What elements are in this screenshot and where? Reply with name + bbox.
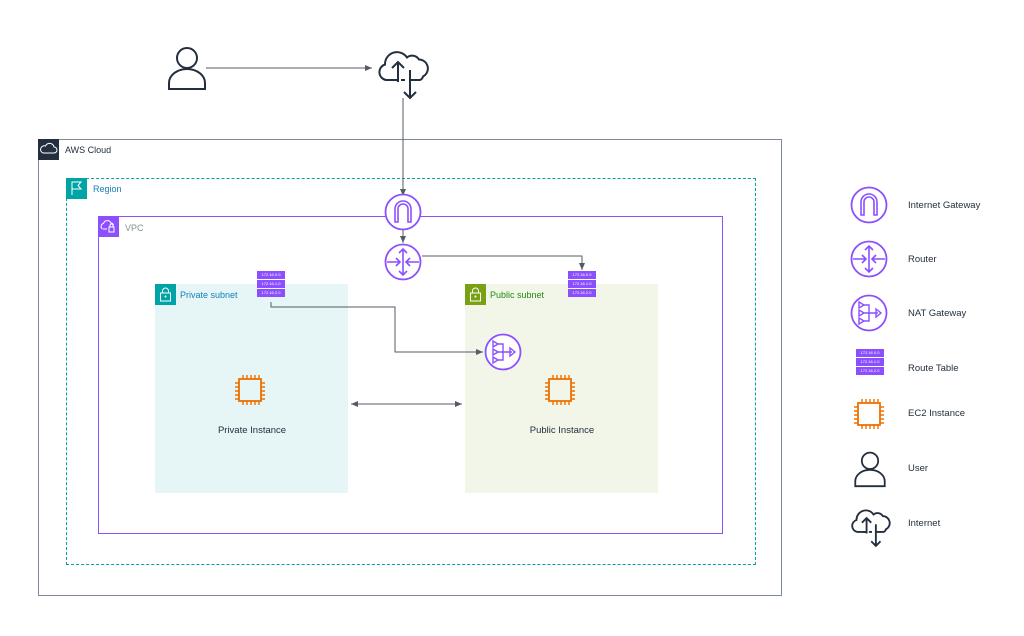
router-icon [384, 243, 422, 281]
private-subnet-label: Private subnet [180, 290, 238, 300]
router-node[interactable] [384, 243, 422, 286]
internet-gateway-icon [850, 186, 888, 224]
ec2-instance-icon [545, 375, 575, 405]
legend-item-route-table: 172.16.0.0 172.16.1.0 172.16.2.0 [856, 349, 884, 376]
legend-label-ec2-instance: EC2 Instance [908, 408, 966, 419]
region-flag-icon [66, 178, 87, 199]
route-entry: 172.16.2.0 [257, 289, 285, 297]
ec2-instance-icon [854, 399, 884, 429]
legend-item-internet-gateway [850, 186, 888, 229]
region-group[interactable]: Region [66, 178, 756, 565]
connector-private-route-table-to-nat[interactable] [270, 302, 483, 355]
legend-label-route-table: Route Table [908, 363, 959, 374]
region-label: Region [93, 184, 122, 194]
public-subnet-label: Public subnet [490, 290, 545, 300]
aws-cloud-group[interactable]: AWS Cloud [38, 139, 782, 596]
private-subnet-lock-icon [155, 284, 176, 305]
private-instance-label: Private Instance [217, 425, 287, 436]
route-entry: 172.16.2.0 [568, 289, 596, 297]
route-table-icon: 172.16.0.0 172.16.1.0 172.16.2.0 [568, 271, 596, 297]
public-instance-label: Public Instance [529, 425, 595, 436]
private-instance-node[interactable] [233, 373, 267, 412]
legend-label-internet-gateway: Internet Gateway [908, 200, 981, 211]
route-entry: 172.16.1.0 [257, 280, 285, 288]
route-entry: 172.16.0.0 [856, 349, 884, 357]
nat-gateway-node[interactable] [484, 333, 522, 376]
user-node[interactable] [165, 45, 209, 96]
nat-gateway-icon [484, 333, 522, 371]
route-entry: 172.16.2.0 [856, 367, 884, 375]
legend-item-nat-gateway [850, 294, 888, 337]
internet-icon [851, 509, 891, 548]
router-icon [850, 240, 888, 278]
route-entry: 172.16.1.0 [568, 280, 596, 288]
public-route-table[interactable]: 172.16.0.0 172.16.1.0 172.16.2.0 [568, 271, 596, 298]
aws-cloud-icon [38, 139, 59, 160]
ec2-instance-icon [235, 375, 265, 405]
legend-label-nat-gateway: NAT Gateway [908, 308, 967, 319]
public-instance-node[interactable] [543, 373, 577, 412]
legend-item-user [852, 450, 888, 493]
legend-label-user: User [908, 463, 929, 474]
route-table-icon: 172.16.0.0 172.16.1.0 172.16.2.0 [257, 271, 285, 297]
legend-item-router [850, 240, 888, 283]
private-route-table[interactable]: 172.16.0.0 172.16.1.0 172.16.2.0 [257, 271, 285, 298]
route-table-icon: 172.16.0.0 172.16.1.0 172.16.2.0 [856, 349, 884, 375]
internet-gateway-node[interactable] [384, 193, 422, 236]
public-subnet-group[interactable]: Public subnet [465, 284, 658, 493]
internet-icon [378, 51, 429, 100]
internet-gateway-icon [384, 193, 422, 231]
user-icon [854, 451, 886, 488]
public-subnet-lock-icon [465, 284, 486, 305]
nat-gateway-icon [850, 294, 888, 332]
user-icon [168, 47, 206, 90]
route-entry: 172.16.0.0 [257, 271, 285, 279]
legend-item-internet [848, 500, 896, 555]
route-entry: 172.16.1.0 [856, 358, 884, 366]
connector-router-to-public-route-table[interactable] [422, 255, 585, 270]
legend-label-router: Router [908, 254, 937, 265]
legend-item-ec2-instance [852, 397, 886, 436]
internet-node[interactable] [374, 40, 436, 107]
legend-label-internet: Internet [908, 518, 941, 529]
private-subnet-group[interactable]: Private subnet [155, 284, 348, 493]
aws-cloud-label: AWS Cloud [65, 145, 112, 155]
route-entry: 172.16.0.0 [568, 271, 596, 279]
vpc-icon [98, 216, 119, 237]
vpc-label: VPC [125, 223, 144, 233]
